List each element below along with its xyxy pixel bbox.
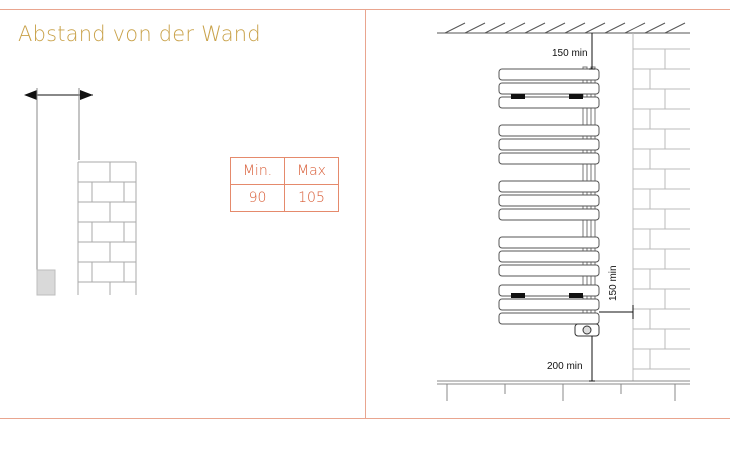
table-value-max: 105 [284, 184, 339, 212]
table-header-row: Min. Max [230, 157, 339, 185]
installation-diagram: 150 min 150 min 200 min [437, 22, 690, 401]
table-value-row: 90 105 [230, 184, 339, 212]
table-header-min: Min. [230, 157, 285, 185]
section-title: Abstand von der Wand [18, 22, 261, 46]
brick-wall [77, 161, 137, 295]
top-clearance-label: 150 min [552, 48, 588, 59]
side-brick-wall [632, 33, 690, 381]
heating-element-icon [574, 323, 600, 337]
table-value-min: 90 [230, 184, 285, 212]
bottom-clearance-dimension [589, 336, 595, 382]
floor-line [437, 380, 690, 401]
side-clearance-dimension [599, 305, 634, 319]
top-clearance-dimension [589, 33, 595, 70]
side-clearance-label: 150 min [608, 265, 619, 301]
center-divider [365, 9, 366, 419]
radiator-bars [498, 68, 600, 325]
ceiling-hatch [437, 22, 690, 34]
dimension-arrows-icon [24, 90, 93, 100]
table-header-max: Max [284, 157, 339, 185]
radiator-side-profile [36, 88, 80, 296]
wall-brackets-icon [511, 94, 583, 298]
min-max-table: Min. Max 90 105 [230, 157, 339, 212]
wall-distance-diagram [24, 88, 137, 296]
bottom-clearance-label: 200 min [547, 361, 583, 372]
